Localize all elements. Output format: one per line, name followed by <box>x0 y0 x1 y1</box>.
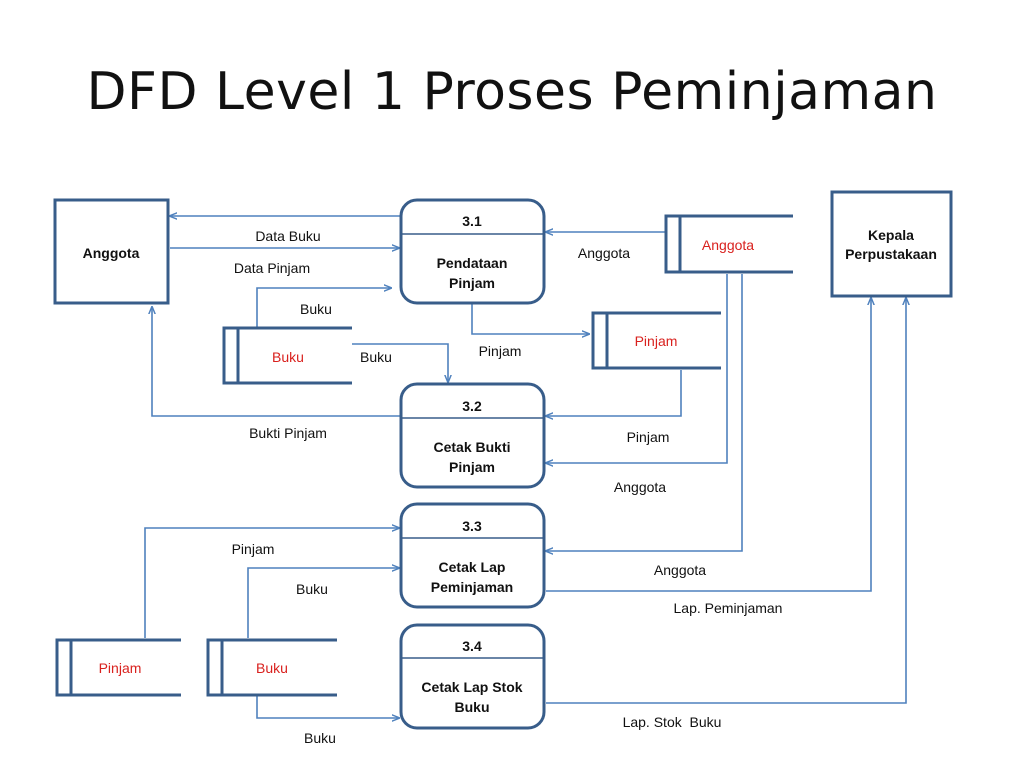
process-3-2-id: 3.2 <box>462 398 482 414</box>
datastore-anggota-shape <box>664 214 793 274</box>
flow-arrow-anggota-to-32 <box>546 274 728 463</box>
process-3-4-box <box>399 623 546 730</box>
process-3-2-box <box>399 382 546 489</box>
flow-label-anggota-to-33: Anggota <box>654 562 706 578</box>
flow-label-lap-stok-buku: Lap. Stok Buku <box>623 714 722 730</box>
process-3-4-name-line2: Buku <box>455 699 490 715</box>
process-3-4: 3.4 Cetak Lap Stok Buku <box>399 623 546 730</box>
diagram-title: DFD Level 1 Proses Peminjaman <box>86 62 938 122</box>
datastore-anggota-label: Anggota <box>702 237 754 253</box>
flow-arrow-buku-to-32 <box>352 343 448 382</box>
process-3-1-name-line2: Pinjam <box>449 275 495 291</box>
process-3-2-name-line1: Cetak Bukti <box>433 439 510 455</box>
flow-label-data-pinjam: Data Pinjam <box>234 260 310 276</box>
flow-label-data-buku: Data Buku <box>255 228 320 244</box>
datastore-buku-top-label: Buku <box>272 349 304 365</box>
process-3-2-name-line2: Pinjam <box>449 459 495 475</box>
process-3-2: 3.2 Cetak Bukti Pinjam <box>399 382 546 489</box>
entity-kepala-label-line1: Kepala <box>868 227 914 243</box>
datastore-pinjam-top-shape <box>591 311 721 370</box>
flow-label-anggota-to-31: Anggota <box>578 245 630 261</box>
flow-label-pinjam-to-33: Pinjam <box>232 541 275 557</box>
process-3-1-id: 3.1 <box>462 213 482 229</box>
flow-arrow-buku-to-34 <box>256 696 399 718</box>
process-3-4-name-line1: Cetak Lap Stok <box>421 679 522 695</box>
flow-arrow-pinjam-to-32 <box>546 370 682 416</box>
process-3-3-box <box>399 502 546 609</box>
process-3-1: 3.1 Pendataan Pinjam <box>399 198 546 305</box>
process-3-1-name-line1: Pendataan <box>437 255 508 271</box>
entity-kepala-perpustakaan: Kepala Perpustakaan <box>830 190 953 298</box>
datastore-pinjam-bottom: Pinjam <box>55 638 181 697</box>
flow-label-buku-to-32: Buku <box>360 349 392 365</box>
process-3-4-id: 3.4 <box>462 638 482 654</box>
flow-arrow-pinjam-to-33 <box>144 528 399 638</box>
flow-arrow-lap-peminjaman <box>546 298 871 592</box>
process-3-1-box <box>399 198 546 305</box>
flow-arrow-buku-to-33 <box>247 568 399 638</box>
flow-label-buku-to-31: Buku <box>300 301 332 317</box>
flow-labels: Data Buku Data Pinjam Buku Buku Anggota … <box>232 228 783 746</box>
flow-arrow-31-to-pinjam <box>471 304 589 334</box>
flow-label-pinjam-31: Pinjam <box>479 343 522 359</box>
entity-anggota: Anggota <box>53 198 170 305</box>
datastore-pinjam-bottom-shape <box>55 638 181 697</box>
flow-arrow-buku-to-31 <box>256 288 391 328</box>
process-3-3-name-line1: Cetak Lap <box>439 559 506 575</box>
datastore-buku-bottom: Buku <box>206 638 337 697</box>
flow-label-bukti-pinjam: Bukti Pinjam <box>249 425 327 441</box>
datastore-pinjam-bottom-label: Pinjam <box>99 660 142 676</box>
process-3-3-id: 3.3 <box>462 518 482 534</box>
process-3-3-name-line2: Peminjaman <box>431 579 513 595</box>
flow-arrow-lap-stok-buku <box>546 298 906 704</box>
entity-kepala-label-line2: Perpustakaan <box>845 246 937 262</box>
entity-anggota-box <box>53 198 170 305</box>
datastore-anggota: Anggota <box>664 214 793 274</box>
entity-kepala-box <box>830 190 953 298</box>
flow-arrow-anggota-to-33 <box>546 274 743 551</box>
flow-label-buku-to-34: Buku <box>304 730 336 746</box>
process-3-3: 3.3 Cetak Lap Peminjaman <box>399 502 546 609</box>
datastore-buku-bottom-label: Buku <box>256 660 288 676</box>
datastore-buku-top: Buku <box>222 326 352 385</box>
data-flows <box>144 216 906 718</box>
datastore-buku-bottom-shape <box>206 638 337 697</box>
flow-label-lap-peminjaman: Lap. Peminjaman <box>674 600 783 616</box>
flow-label-anggota-to-32: Anggota <box>614 479 666 495</box>
flow-arrow-bukti-pinjam <box>152 307 401 417</box>
datastore-pinjam-top: Pinjam <box>591 311 721 370</box>
flow-label-pinjam-to-32: Pinjam <box>627 429 670 445</box>
flow-label-buku-to-33: Buku <box>296 581 328 597</box>
datastore-buku-top-shape <box>222 326 352 385</box>
entity-anggota-label: Anggota <box>83 245 140 261</box>
datastore-pinjam-top-label: Pinjam <box>635 333 678 349</box>
